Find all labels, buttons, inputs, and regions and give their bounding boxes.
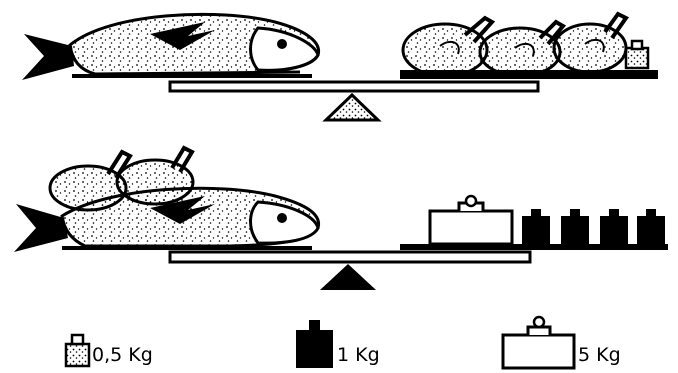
chicken-top-1: [403, 18, 492, 76]
small-weight-top: [626, 41, 648, 68]
beam-bottom: [170, 252, 530, 262]
chicken-top-2: [480, 22, 563, 76]
top-scale: [22, 14, 658, 120]
legend-large-weight-icon: [503, 317, 574, 368]
large-weight-bottom: [430, 196, 512, 244]
beam-top: [170, 82, 538, 91]
fulcrum-top: [326, 95, 378, 120]
medium-weight-bottom-4: [637, 209, 665, 244]
pan-bottom-right: [400, 244, 668, 250]
fulcrum-bottom: [320, 264, 376, 290]
chicken-top-3: [554, 14, 626, 72]
medium-weight-bottom-3: [600, 209, 628, 244]
legend-large-weight-label: 5 Kg: [578, 346, 621, 365]
bottom-scale: [14, 148, 668, 290]
medium-weight-bottom-2: [561, 209, 589, 244]
medium-weight-bottom-1: [522, 209, 550, 244]
legend-medium-weight-icon: [296, 320, 333, 368]
legend-small-weight-label: 0,5 Kg: [92, 346, 153, 365]
pan-top-right: [400, 70, 658, 79]
legend-small-weight-icon: [66, 335, 89, 366]
fish-top: [22, 14, 319, 80]
legend-medium-weight-label: 1 Kg: [337, 346, 380, 365]
